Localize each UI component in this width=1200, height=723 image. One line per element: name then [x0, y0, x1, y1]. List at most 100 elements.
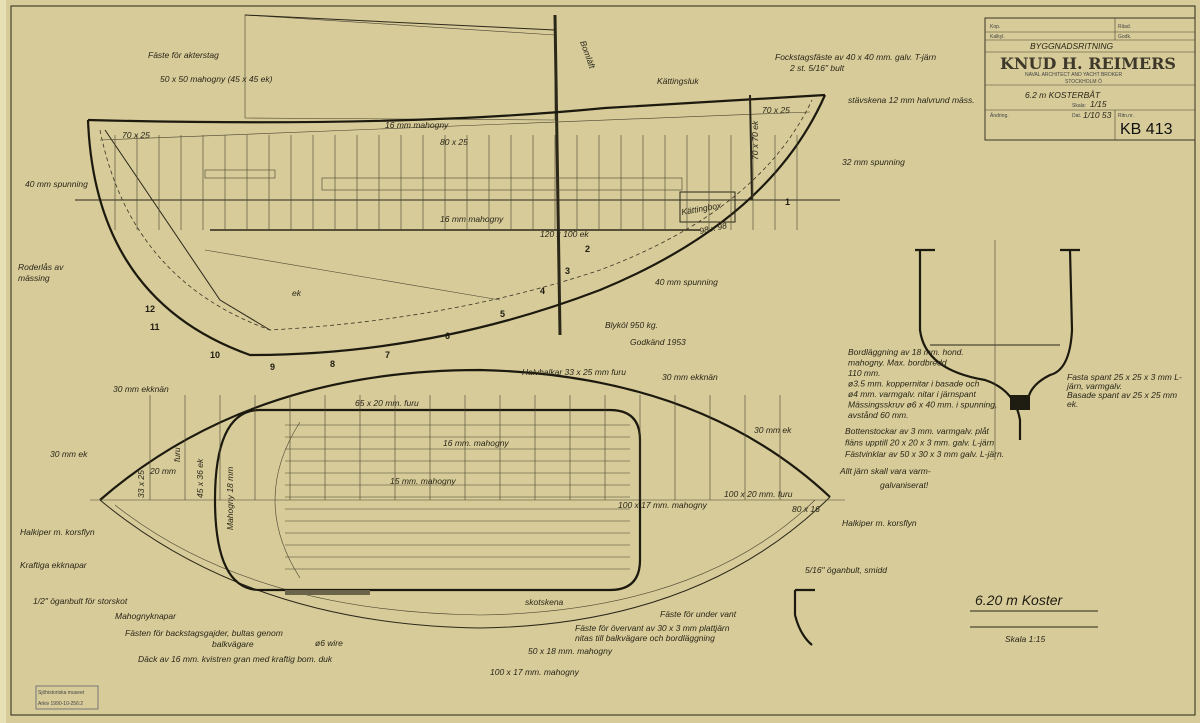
- label-ekknan-right: 30 mm ekknän: [662, 372, 718, 382]
- section-note-bottenstockar: Fästvinklar av 50 x 30 x 3 mm galv. L-jä…: [845, 449, 1004, 459]
- station-number: 7: [385, 350, 390, 360]
- approval-signature: Godkänd 1953: [630, 337, 686, 347]
- label-mahogny-50: 50 x 50 mahogny (45 x 45 ek): [160, 74, 273, 84]
- label-oganbult-smidd: 5/16" öganbult, smidd: [805, 565, 887, 575]
- date-label: Dat.: [1072, 113, 1081, 119]
- cockpit-floor-curve: [274, 421, 301, 579]
- station-number: 2: [585, 244, 590, 254]
- galvanize-warning: Allt järn skall vara varm-: [839, 466, 931, 476]
- label-bomlaft: Bomläft: [578, 39, 597, 70]
- label-80x25: 80 x 25: [440, 137, 468, 147]
- galvanize-warning: galvaniserat!: [880, 480, 929, 490]
- clamp: [99, 111, 811, 141]
- boom-cover: [244, 14, 556, 121]
- station-number: 4: [540, 286, 545, 296]
- label-mahogny-50x18: 50 x 18 mm. mahogny: [528, 646, 613, 656]
- label-overvant-2: nitas till balkvägare och bordläggning: [575, 633, 715, 643]
- rabbet-line: [99, 99, 813, 331]
- station-number: 3: [565, 266, 570, 276]
- archive-stamp: Sjöhistoriska museet Arkiv 1990-10-256:2: [35, 685, 99, 710]
- label-akterstag: Fäste för akterstag: [148, 50, 219, 60]
- section-note-bordlaggning: ø3.5 mm. koppernitar i basade och: [848, 379, 980, 389]
- stamp-line-1: Sjöhistoriska museet: [38, 690, 85, 696]
- label-spunning-40-top: 40 mm spunning: [25, 179, 88, 189]
- eyebolt-detail: [793, 590, 813, 646]
- chain-box: [679, 191, 736, 223]
- label-ek-right: 30 mm ek: [754, 425, 792, 435]
- label-mahogny-15: 15 mm. mahogny: [390, 476, 456, 486]
- label-stavskena: stävskena 12 mm halvrund mäss.: [848, 95, 975, 105]
- sheet-track: [285, 590, 370, 595]
- station-number: 11: [150, 322, 160, 332]
- label-fasten-2: balkvägare: [212, 639, 254, 649]
- andring-label: Ändring.: [990, 112, 1009, 119]
- main-title: 6.20 m Koster: [975, 592, 1063, 608]
- profile-labels: Fäste för akterstag 50 x 50 mahogny (45 …: [18, 39, 975, 347]
- seat-aft: [204, 169, 276, 179]
- label-overvant-1: Fäste för övervant av 30 x 3 mm plattjär…: [575, 623, 730, 633]
- scale-label: Skala:: [1072, 103, 1086, 109]
- label-mahognyknapar: Mahognyknapar: [115, 611, 177, 621]
- section-note-bordlaggning: Mässingsskruv ø6 x 40 mm. i spunning,: [848, 400, 997, 410]
- drawing-number: KB 413: [1120, 121, 1173, 138]
- section-note-bordlaggning: avstånd 60 mm.: [848, 410, 908, 420]
- label-mahogny-16-b: 16 mm mahogny: [440, 214, 504, 224]
- kop-label: Kop.: [990, 24, 1000, 30]
- plan-deck-edge: [114, 499, 816, 616]
- label-mahogny-18: Mahogny 18 mm: [225, 467, 235, 530]
- scale-value: 1/15: [1090, 99, 1107, 109]
- ritad-label: Ritad.: [1118, 24, 1131, 30]
- station-number: 12: [145, 304, 155, 314]
- sheet-border: [10, 5, 1196, 716]
- label-undervant: Fäste för under vant: [660, 609, 737, 619]
- floor-planks: [149, 395, 781, 570]
- kalkyl-label: Kalkyl.: [990, 34, 1005, 40]
- label-20mm: 20 mm: [149, 466, 176, 476]
- label-halkiper-right: Halkiper m. korsflyn: [842, 518, 917, 528]
- section-note-bottenstockar: fläns upptill 20 x 20 x 3 mm. galv. L-jä…: [845, 438, 994, 448]
- label-ekknan-left: 30 mm ekknän: [113, 384, 169, 394]
- date-value: 1/10 53: [1083, 110, 1112, 120]
- bench: [321, 177, 683, 191]
- section-note-spant: Basade spant av 25 x 25 mm: [1067, 390, 1177, 400]
- station-number: 1: [785, 197, 790, 207]
- title-block: Kop. Kalkyl. Ritad. Godk. BYGGNADSRITNIN…: [984, 17, 1196, 141]
- label-halvbalkar: Halvbalkar 33 x 25 mm furu: [522, 367, 626, 377]
- label-70x25-b: 70 x 25: [762, 105, 790, 115]
- label-skotskena: skotskena: [525, 597, 564, 607]
- cockpit: [213, 408, 642, 592]
- title-block-frame: [984, 17, 1196, 141]
- drawing-no-label: Ritn.nr.: [1118, 113, 1134, 119]
- label-furu-100: 100 x 20 mm. furu: [724, 489, 793, 499]
- sheer-line: [87, 93, 826, 124]
- paper-edge: [0, 0, 6, 723]
- label-45x36: 45 x 36 ek: [195, 458, 205, 498]
- section-note-bordlaggning: ø4 mm. varmgalv. nitar i järnspant: [848, 389, 976, 399]
- station-number: 8: [330, 359, 335, 369]
- label-oganbult: 1/2" öganbult för storskot: [33, 596, 128, 606]
- label-fasten-1: Fästen för backstagsgajder, bultas genom: [125, 628, 283, 638]
- label-furu: furu: [172, 447, 182, 462]
- label-roderlas-2: mässing: [18, 273, 50, 283]
- section-labels: Bordläggning av 18 mm. hond.mahogny. Max…: [839, 347, 1182, 490]
- section-note-bordlaggning: 110 mm.: [848, 368, 880, 378]
- section-note-spant: ek.: [1067, 399, 1078, 409]
- label-mahogny-100x17: 100 x 17 mm. mahogny: [490, 667, 580, 677]
- stamp-line-2: Arkiv 1990-10-256:2: [38, 701, 83, 707]
- label-fockstag-2: 2 st. 5/16" bult: [789, 63, 845, 73]
- firm-city: STOCKHOLM Ö: [1065, 78, 1102, 85]
- section-note-bottenstockar: Bottenstockar av 3 mm. varmgalv. plåt: [845, 426, 990, 436]
- boom: [244, 14, 556, 31]
- section-note-bordlaggning: Bordläggning av 18 mm. hond.: [848, 347, 964, 357]
- label-120x100: 120 x 100 ek: [540, 229, 589, 239]
- station-number: 9: [270, 362, 275, 372]
- label-ekknapar: Kraftiga ekknapar: [20, 560, 88, 570]
- label-mahogny-16: 16 mm. mahogny: [443, 438, 509, 448]
- scale-text: Skala 1:15: [1005, 634, 1045, 644]
- hull-outline: [86, 94, 827, 357]
- frames: [114, 135, 798, 230]
- plan-hull-lower: [99, 496, 831, 629]
- mast: [553, 14, 562, 336]
- section-keel: [1010, 395, 1030, 410]
